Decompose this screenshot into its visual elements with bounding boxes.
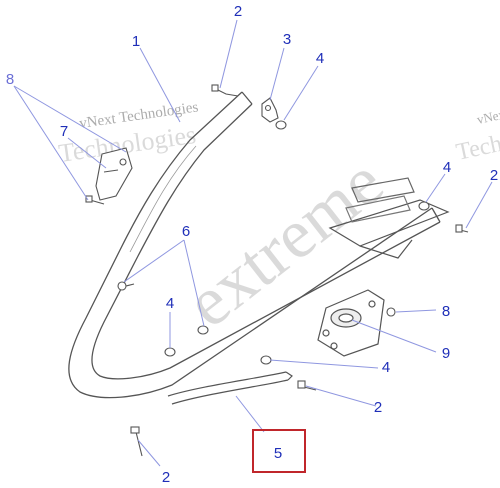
fastener-parts bbox=[117, 281, 396, 335]
callout-part-6: 6 bbox=[182, 223, 190, 240]
callout-part-9: 9 bbox=[442, 345, 450, 362]
callout-part-5: 5 bbox=[274, 445, 282, 462]
cross-rail bbox=[328, 177, 450, 259]
callout-part-4-right: 4 bbox=[443, 159, 451, 176]
callout-part-4-top: 4 bbox=[316, 50, 324, 67]
watermark-techno-right: Techno bbox=[454, 126, 500, 166]
bolt-parts bbox=[85, 84, 469, 457]
callout-part-4-lower: 4 bbox=[382, 359, 390, 376]
callout-part-2-lower: 2 bbox=[374, 399, 382, 416]
highlight-box-part-5 bbox=[252, 429, 306, 473]
callout-part-2-bottom: 2 bbox=[162, 469, 170, 486]
nut-parts bbox=[164, 120, 430, 365]
callout-part-2-top: 2 bbox=[234, 3, 242, 20]
callout-labels: 1 2 3 4 8 7 4 2 6 4 8 9 4 2 5 2 bbox=[6, 3, 498, 486]
callout-part-4-left: 4 bbox=[166, 295, 174, 312]
callout-part-8-right: 8 bbox=[442, 303, 450, 320]
lower-brace bbox=[167, 371, 293, 405]
callout-part-8-left: 8 bbox=[6, 71, 14, 88]
callout-part-2-right: 2 bbox=[490, 167, 498, 184]
bracket-7 bbox=[95, 147, 133, 201]
callout-part-1: 1 bbox=[132, 33, 140, 50]
bracket-3 bbox=[261, 97, 279, 123]
leader-lines bbox=[13, 19, 493, 467]
frame-tube bbox=[68, 91, 441, 399]
callout-part-7: 7 bbox=[60, 123, 68, 140]
mount-plate bbox=[317, 289, 385, 357]
watermark-brand-right: vNext bbox=[476, 106, 500, 127]
callout-part-3: 3 bbox=[283, 31, 291, 48]
